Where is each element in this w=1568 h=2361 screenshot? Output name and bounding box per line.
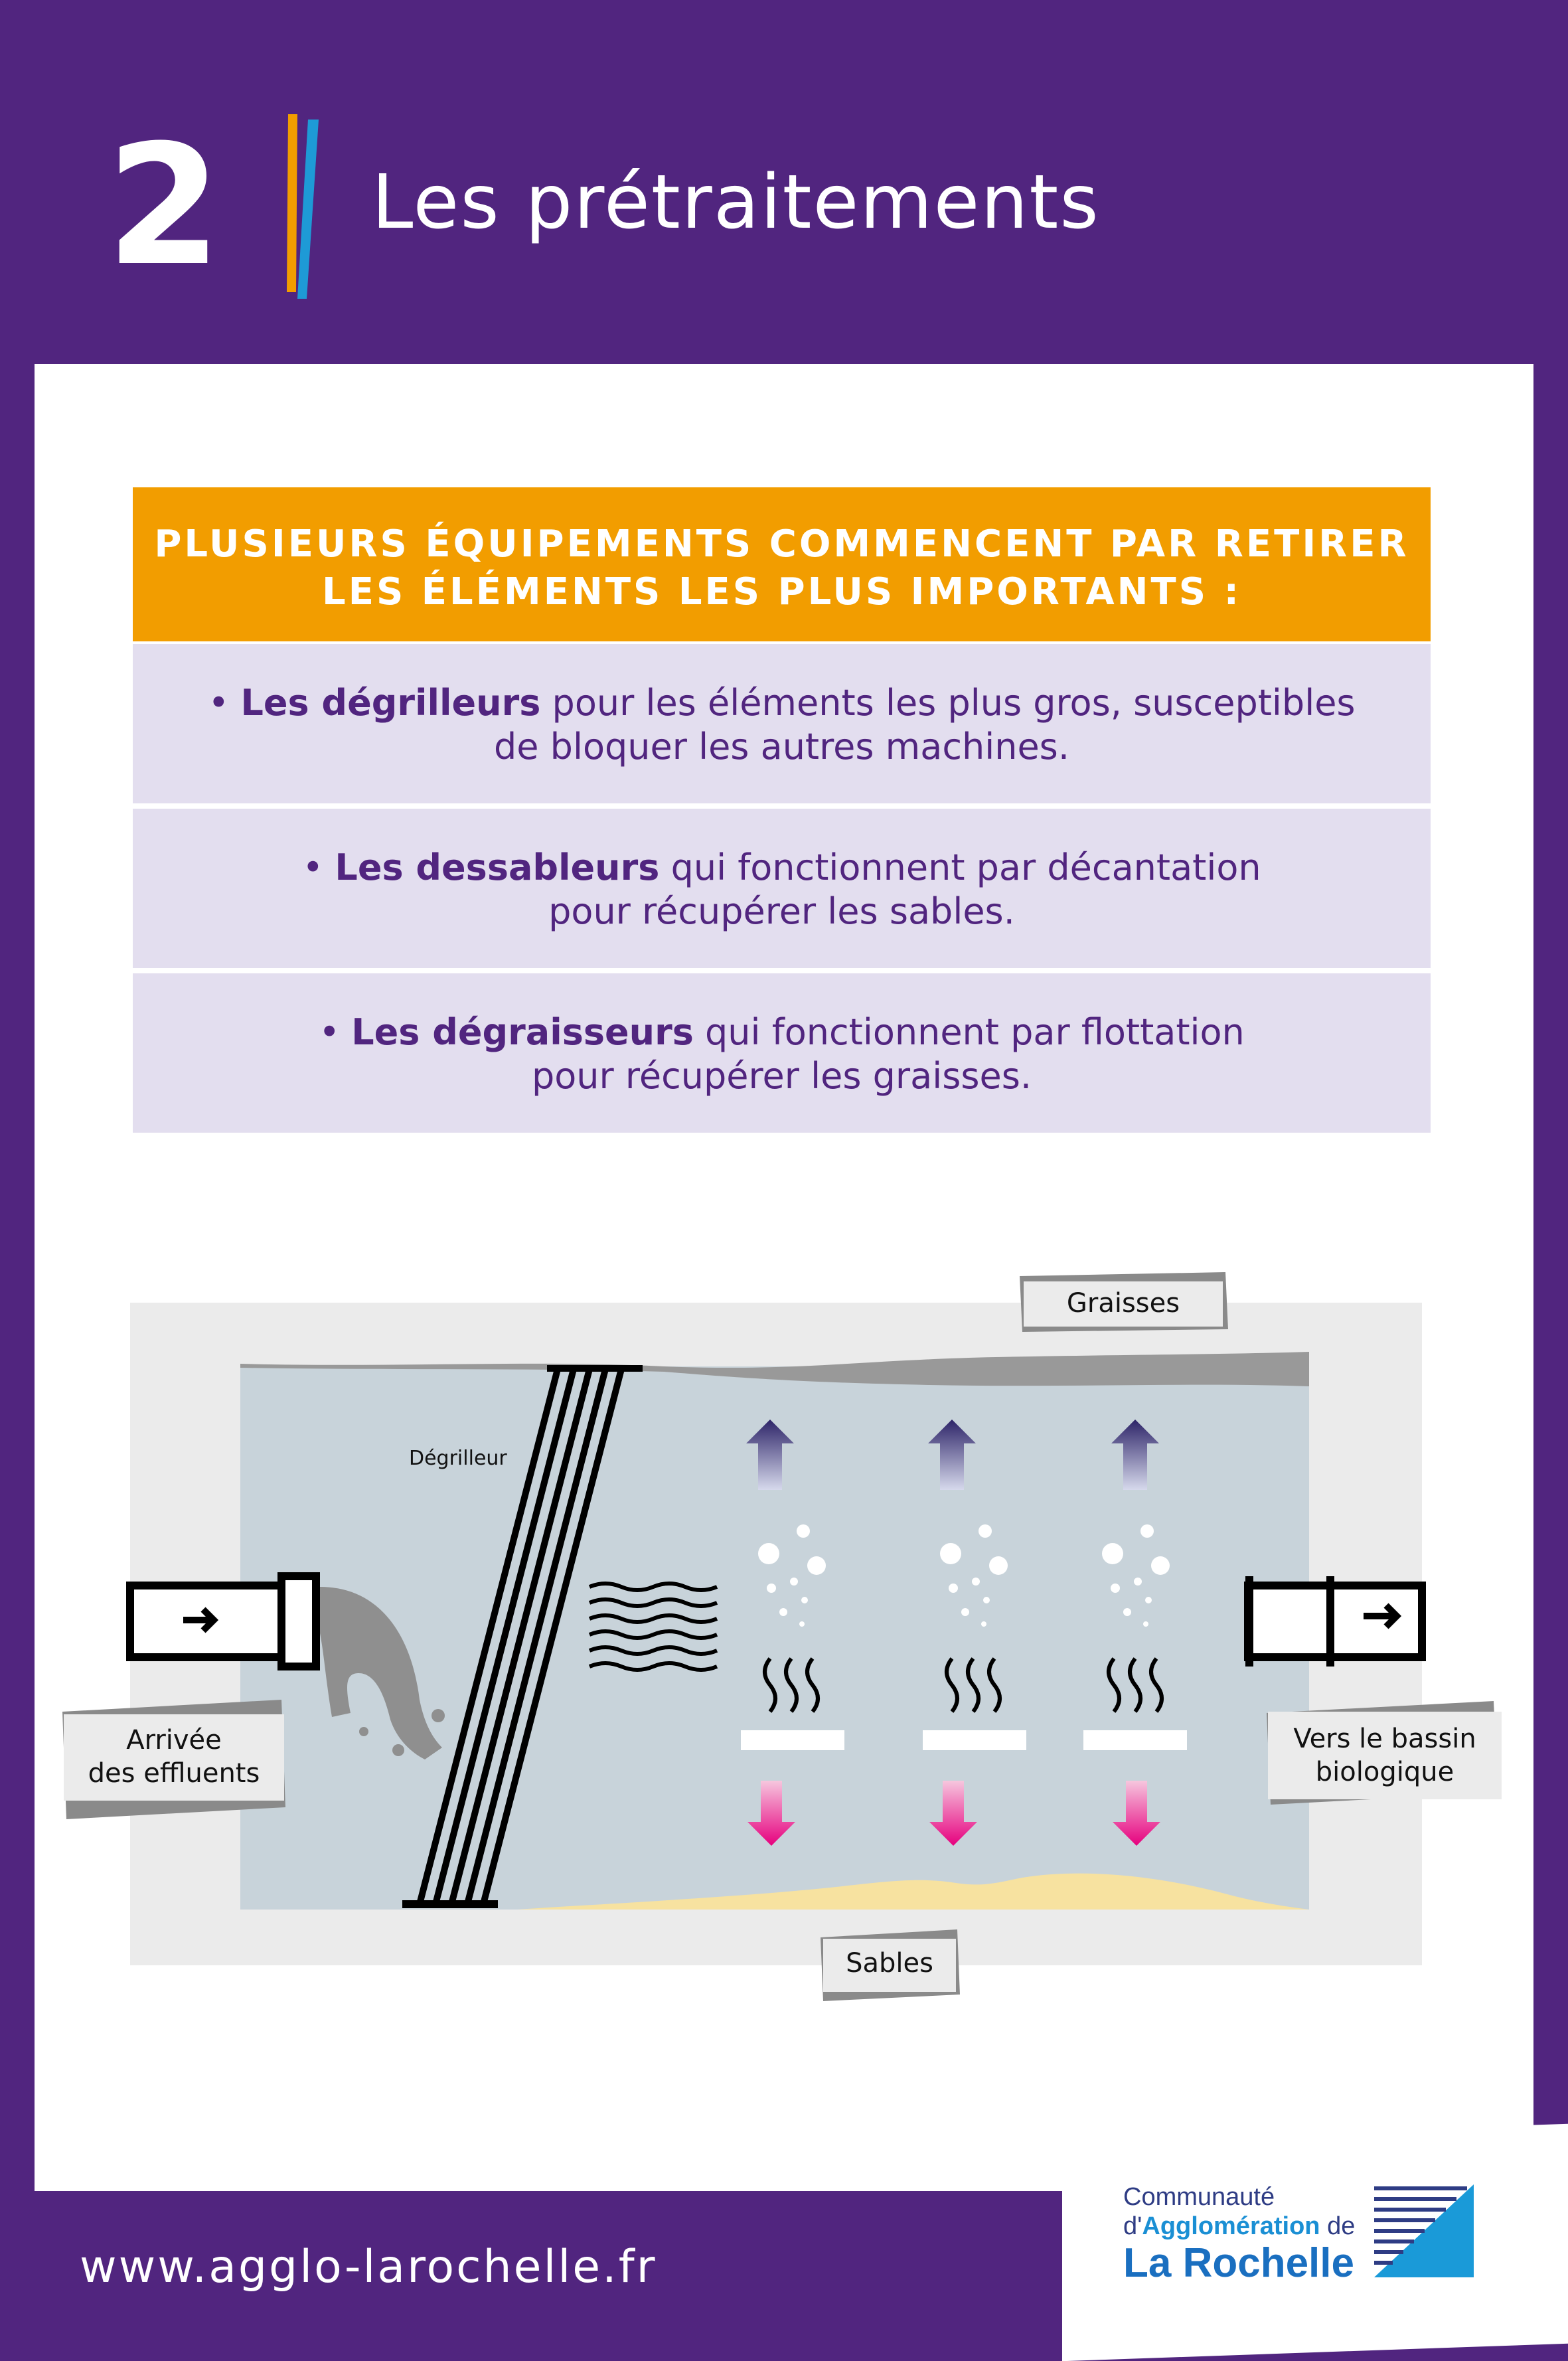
bubbles-icon	[1102, 1524, 1170, 1627]
bullet-icon: •	[302, 847, 335, 888]
info-item-text: pour les éléments les plus gros, suscept…	[540, 682, 1356, 724]
info-item-degraisseurs: • Les dégraisseurs qui fonctionnent par …	[133, 973, 1431, 1133]
info-heading-line2: LES ÉLÉMENTS LES PLUS IMPORTANTS :	[322, 570, 1241, 613]
grease-up-arrow-icon	[746, 1420, 794, 1490]
separator-plate	[923, 1730, 1026, 1750]
bullet-icon: •	[208, 682, 241, 724]
heat-waves-icon	[763, 1657, 820, 1713]
step-divider-icon	[287, 114, 319, 299]
sand-down-arrow-icon	[1113, 1781, 1160, 1846]
flow-waves-icon	[588, 1582, 718, 1672]
label-outlet: Vers le bassin biologique	[1267, 1701, 1502, 1805]
website-link[interactable]: www.agglo-larochelle.fr	[80, 2241, 657, 2293]
step-number: 2	[106, 109, 222, 302]
info-item-text: qui fonctionnent par flottation	[693, 1011, 1245, 1053]
separation-column-1	[741, 1420, 844, 1846]
label-screen: Dégrilleur	[409, 1447, 507, 1470]
outlet-arrow-icon	[1364, 1603, 1402, 1629]
info-item-text: de bloquer les autres machines.	[494, 726, 1069, 768]
label-sand: Sables	[821, 1929, 960, 2001]
grease-up-arrow-icon	[928, 1420, 976, 1490]
sand-layer	[518, 1873, 1309, 1910]
info-item-text: qui fonctionnent par décantation	[659, 847, 1261, 888]
inflow-stream-icon	[320, 1587, 442, 1759]
info-heading: PLUSIEURS ÉQUIPEMENTS COMMENCENT PAR RET…	[133, 487, 1431, 641]
inlet-arrow-icon	[183, 1607, 219, 1633]
grease-up-arrow-icon	[1111, 1420, 1159, 1490]
inlet-pipe	[126, 1572, 320, 1670]
info-item-term: Les dégrilleurs	[240, 682, 541, 724]
heat-waves-icon	[945, 1657, 1002, 1713]
page-title: Les prétraitements	[372, 159, 1100, 246]
outlet-pipe	[1244, 1576, 1426, 1667]
logo-line2: d'Agglomération de	[1123, 2212, 1356, 2240]
info-item-text: pour récupérer les sables.	[548, 890, 1015, 932]
label-inlet: Arrivée des effluents	[62, 1700, 285, 1819]
bubbles-icon	[758, 1524, 826, 1627]
label-grease-text: Graisses	[1067, 1288, 1180, 1319]
label-inlet-line1: Arrivée	[126, 1725, 222, 1755]
info-item-degrilleurs: • Les dégrilleurs pour les éléments les …	[133, 644, 1431, 803]
bar-screen-icon	[402, 1365, 643, 1908]
label-inlet-line2: des effluents	[88, 1758, 260, 1789]
bullet-icon: •	[319, 1011, 352, 1053]
info-item-text: pour récupérer les graisses.	[531, 1055, 1032, 1097]
logo-line3: La Rochelle	[1123, 2240, 1354, 2286]
label-grease: Graisses	[1020, 1272, 1228, 1332]
label-sand-text: Sables	[846, 1948, 933, 1979]
logo-line1: Communauté	[1123, 2183, 1275, 2211]
separator-plate	[1083, 1730, 1187, 1750]
header: 2 Les prétraitements	[0, 0, 1568, 364]
info-heading-line1: PLUSIEURS ÉQUIPEMENTS COMMENCENT PAR RET…	[154, 523, 1409, 566]
separation-column-2	[923, 1420, 1026, 1846]
separator-plate	[741, 1730, 844, 1750]
info-item-term: Les dégraisseurs	[351, 1011, 694, 1053]
label-outlet-line2: biologique	[1316, 1757, 1454, 1787]
label-outlet-line1: Vers le bassin	[1293, 1724, 1476, 1754]
logo-mark-icon	[1374, 2184, 1474, 2277]
sand-down-arrow-icon	[929, 1781, 977, 1846]
bubbles-icon	[940, 1524, 1008, 1627]
sand-down-arrow-icon	[747, 1781, 795, 1846]
info-item-term: Les dessableurs	[335, 847, 660, 888]
heat-waves-icon	[1107, 1657, 1164, 1713]
grease-layer	[240, 1352, 1309, 1386]
separation-column-3	[1083, 1420, 1187, 1846]
info-item-dessableurs: • Les dessableurs qui fonctionnent par d…	[133, 809, 1431, 968]
